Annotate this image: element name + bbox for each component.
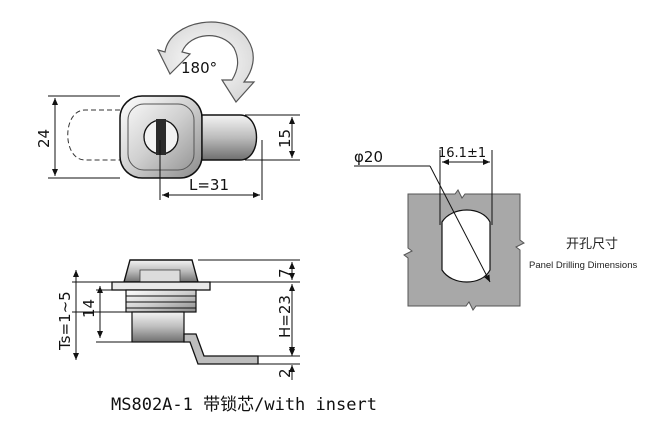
length-dimension-31: L=31 [189,176,229,194]
panel-title-en: Panel Drilling Dimensions [529,260,637,271]
diameter-dimension-20: φ20 [354,148,383,166]
panel-title-cn: 开孔尺寸 [566,237,618,252]
height-dimension-24: 24 [35,129,53,148]
ts-dimension: Ts=1~5 [56,291,74,351]
top-dimension-7: 7 [276,268,294,278]
rotation-arrow-icon [156,21,256,103]
side-view [72,259,300,380]
cam-dimension-2: 2 [276,368,294,378]
flat-width-dimension: 16.1±1 [438,146,486,161]
flange-dimension-14: 14 [80,299,98,318]
model-caption: MS802A-1 带锁芯/with insert [111,395,377,415]
panel-drilling-diagram [354,150,525,311]
top-view [48,95,300,200]
rotation-label: 180° [181,59,217,77]
h-dimension-23: H=23 [276,295,294,338]
key-height-dimension-15: 15 [276,129,294,148]
